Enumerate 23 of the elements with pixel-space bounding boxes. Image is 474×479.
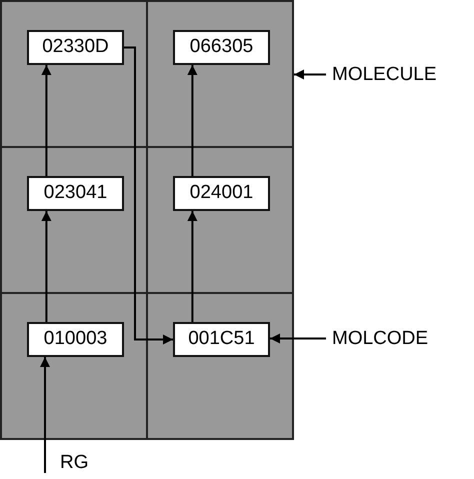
grid-cell xyxy=(0,0,148,148)
code-box: 001C51 xyxy=(173,322,270,357)
arrow xyxy=(124,46,173,344)
grid-cell xyxy=(146,146,294,294)
code-box: 066305 xyxy=(173,30,270,65)
callout-label: MOLECULE xyxy=(326,64,452,85)
code-box: 024001 xyxy=(173,176,270,211)
callout-label: MOLCODE xyxy=(326,328,442,349)
grid-cell xyxy=(0,292,148,440)
code-box: 023041 xyxy=(27,176,124,211)
arrow xyxy=(187,211,198,322)
grid-cell xyxy=(0,146,148,294)
arrow xyxy=(270,334,326,344)
code-box: 02330D xyxy=(27,30,124,65)
arrow xyxy=(41,65,52,176)
grid-cell xyxy=(146,292,294,440)
code-box: 010003 xyxy=(27,322,124,357)
arrow xyxy=(40,357,50,473)
arrow xyxy=(294,70,326,80)
callout-label: RG xyxy=(54,452,100,473)
arrow xyxy=(41,211,52,322)
arrow xyxy=(187,65,198,176)
grid-cell xyxy=(146,0,294,148)
